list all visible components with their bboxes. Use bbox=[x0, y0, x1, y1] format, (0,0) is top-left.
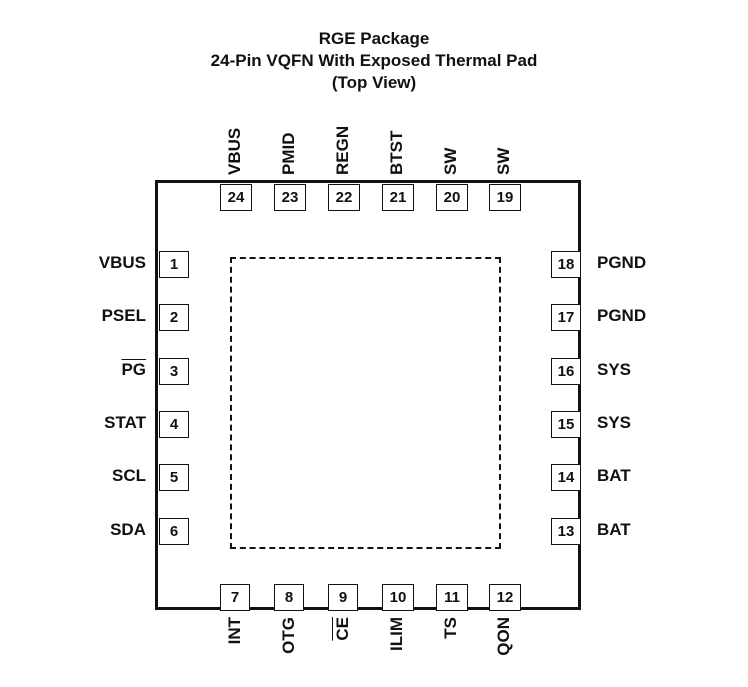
pin-7-number: 7 bbox=[220, 584, 250, 611]
pin-11-number: 11 bbox=[436, 584, 468, 611]
pin-5-number: 5 bbox=[159, 464, 189, 491]
pin-19-name: SW bbox=[494, 147, 513, 175]
pin-22-name: REGN bbox=[333, 125, 352, 175]
pin-5-name: SCL bbox=[112, 466, 146, 485]
pin-7-name: INT bbox=[225, 617, 244, 645]
pin-12-number: 12 bbox=[489, 584, 521, 611]
pin-10-name: ILIM bbox=[387, 617, 406, 651]
pin-15-name: SYS bbox=[597, 413, 632, 432]
pin-24-number: 24 bbox=[220, 184, 252, 211]
pin-18-name: PGND bbox=[597, 253, 647, 272]
pin-8-number: 8 bbox=[274, 584, 304, 611]
pin-21-name: BTST bbox=[387, 130, 406, 175]
pin-1-name: VBUS bbox=[98, 253, 146, 272]
pin-3-number: 3 bbox=[159, 358, 189, 385]
pin-17-name: PGND bbox=[597, 306, 647, 325]
pin-16-number: 16 bbox=[551, 358, 581, 385]
diagram-view-label: (Top View) bbox=[331, 73, 417, 92]
pin-15-number: 15 bbox=[551, 411, 581, 438]
pin-3-name: PG bbox=[121, 360, 146, 379]
pin-22-number: 22 bbox=[328, 184, 360, 211]
pin-23-number: 23 bbox=[274, 184, 306, 211]
pin-9-name: CE bbox=[333, 617, 352, 641]
pin-8-name: OTG bbox=[279, 617, 298, 654]
diagram-subtitle: 24-Pin VQFN With Exposed Thermal Pad bbox=[210, 51, 538, 70]
pin-1-number: 1 bbox=[159, 251, 189, 278]
pin-2-name: PSEL bbox=[101, 306, 146, 325]
diagram-title: RGE Package bbox=[318, 29, 430, 48]
pin-19-number: 19 bbox=[489, 184, 521, 211]
pin-17-number: 17 bbox=[551, 304, 581, 331]
pin-20-number: 20 bbox=[436, 184, 468, 211]
pin-6-name: SDA bbox=[110, 520, 146, 539]
pin-23-name: PMID bbox=[279, 132, 298, 176]
pin-24-name: VBUS bbox=[225, 127, 244, 175]
pin-6-number: 6 bbox=[159, 518, 189, 545]
pin-12-name: QON bbox=[494, 617, 513, 656]
pin-16-name: SYS bbox=[597, 360, 632, 379]
pin-18-number: 18 bbox=[551, 251, 581, 278]
package-outline bbox=[155, 180, 581, 610]
pin-2-number: 2 bbox=[159, 304, 189, 331]
pin-4-number: 4 bbox=[159, 411, 189, 438]
pin-13-number: 13 bbox=[551, 518, 581, 545]
pin-21-number: 21 bbox=[382, 184, 414, 211]
pin-13-name: BAT bbox=[597, 520, 631, 539]
pin-20-name: SW bbox=[441, 147, 460, 175]
thermal-pad bbox=[230, 257, 501, 549]
pin-9-number: 9 bbox=[328, 584, 358, 611]
pin-4-name: STAT bbox=[104, 413, 146, 432]
pin-11-name: TS bbox=[441, 617, 460, 639]
pin-14-number: 14 bbox=[551, 464, 581, 491]
pin-14-name: BAT bbox=[597, 466, 631, 485]
pin-10-number: 10 bbox=[382, 584, 414, 611]
